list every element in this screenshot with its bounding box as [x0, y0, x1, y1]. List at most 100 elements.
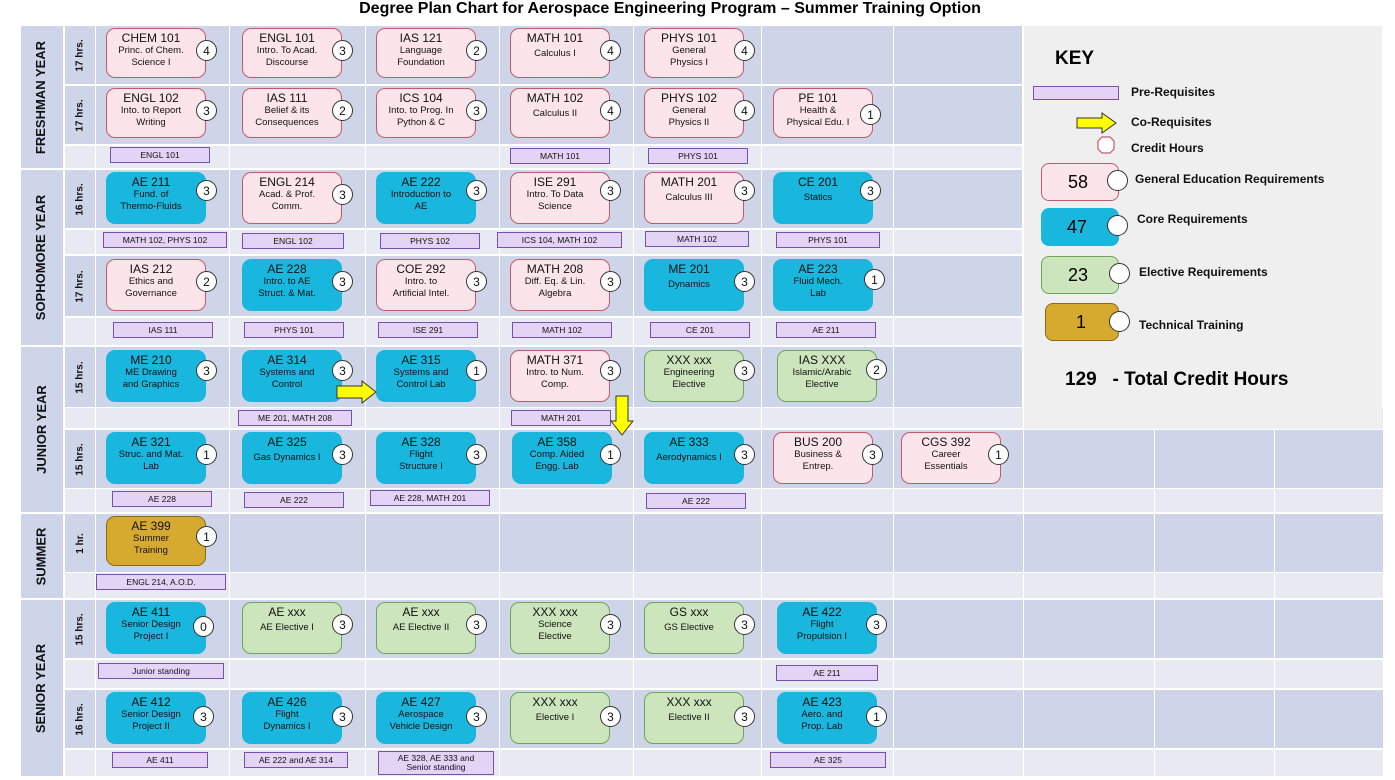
prereq-box: ENGL 214, A.O.D.: [96, 574, 226, 590]
course-code: AE 411: [131, 605, 171, 619]
semester-hours: 16 hrs.: [74, 702, 86, 736]
year-label-sophomore: SOPHOMORE YEAR: [33, 194, 49, 321]
course-code: XXX xxx: [666, 695, 712, 709]
semester-hours: 15 hrs.: [74, 442, 86, 476]
course-code: AE xxx: [402, 605, 440, 619]
course-name: Gas Dynamics I: [253, 452, 321, 463]
credit-hours-badge: 1: [866, 706, 887, 727]
prereq-row: [63, 660, 1383, 688]
course-name: Systems and Control Lab: [393, 367, 449, 390]
course-code: IAS 111: [266, 91, 308, 105]
course-code: BUS 200: [793, 435, 843, 449]
year-label-senior: SENIOR YEAR: [33, 643, 49, 733]
course-code: GS xxx: [669, 605, 709, 619]
key-prereq-swatch: [1033, 86, 1119, 100]
course-name: Comp. Aided Engg. Lab: [529, 449, 585, 472]
credit-hours-badge: 3: [866, 614, 887, 635]
prereq-box: AE 328, AE 333 and Senior standing: [378, 751, 494, 775]
credit-hours-badge: 3: [332, 444, 353, 465]
credit-hours-badge: 2: [196, 271, 217, 292]
course-code: AE 427: [401, 695, 441, 709]
credit-hours-badge: 3: [466, 444, 487, 465]
credit-hours-badge: 2: [466, 40, 487, 61]
year-label-summer: SUMMER: [33, 527, 49, 585]
credit-hours-badge: 3: [196, 180, 217, 201]
credit-hours-badge: 3: [193, 706, 214, 727]
credit-hours-badge: 3: [734, 706, 755, 727]
credit-hours-badge: 1: [988, 444, 1009, 465]
course-name: Acad. & Prof. Comm.: [259, 189, 315, 212]
key-tech-count: 1: [1076, 311, 1087, 332]
prereq-box: AE 228, MATH 201: [370, 490, 490, 506]
course-code: MATH 371: [526, 353, 584, 367]
course-code: MATH 208: [526, 262, 584, 276]
course-code: ENGL 101: [259, 31, 315, 45]
course-name: Summer Training: [133, 533, 169, 556]
credit-hours-badge: 3: [332, 614, 353, 635]
year-label-junior: JUNIOR YEAR: [33, 385, 49, 474]
course-name: Flight Propulsion I: [796, 619, 848, 642]
prereq-box: AE 325: [770, 752, 886, 768]
credit-hours-badge: 3: [466, 614, 487, 635]
prereq-box: AE 222: [646, 493, 746, 509]
course-name: Intro. to AE Struct. & Mat.: [258, 276, 316, 299]
credit-hours-badge: 4: [600, 40, 621, 61]
course-code: AE 399: [131, 519, 171, 533]
credit-hours-badge: 4: [734, 100, 755, 121]
credit-hours-badge: 3: [332, 40, 353, 61]
course-name: Science Elective: [538, 619, 572, 642]
credit-hours-badge: 1: [466, 360, 487, 381]
key-gen-count: 58: [1068, 171, 1089, 192]
key-elec-count: 23: [1068, 264, 1089, 285]
